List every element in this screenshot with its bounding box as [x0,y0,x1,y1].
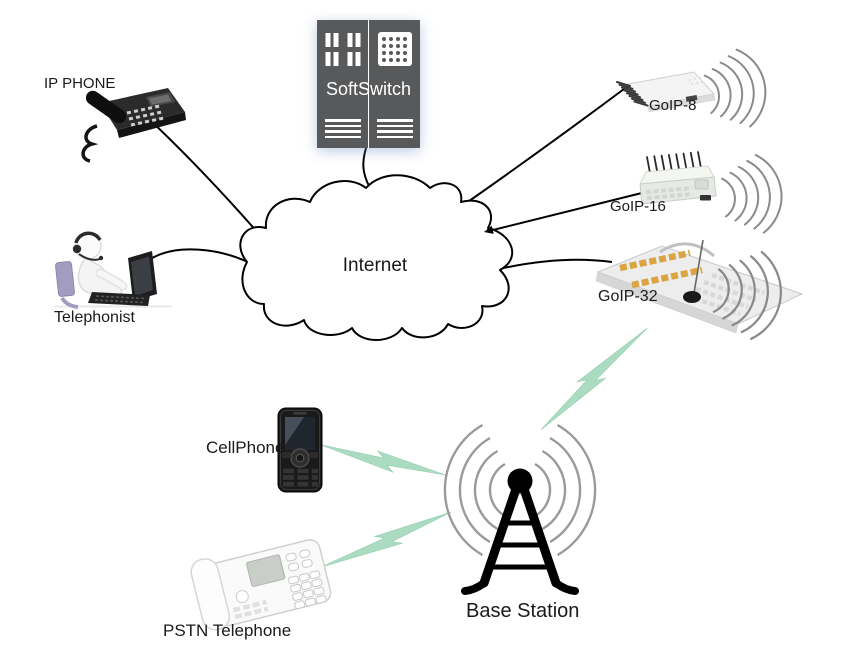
lightning-links [315,323,655,574]
softswitch-right-panel [369,20,420,148]
connector-internet-goip8 [461,85,629,207]
goip8-label: GoIP-8 [649,97,697,114]
goip16-wifi-signal-icon [718,151,787,238]
base-station-tower-icon [461,468,579,595]
goip32-image [595,239,804,334]
goip8-wifi-signal-icon [700,44,773,134]
pstn-telephone-label: PSTN Telephone [163,621,292,640]
lightning-goip32-basestation [532,323,655,434]
softswitch-vent-lines-icon [376,119,413,138]
ip-phone-label: IP PHONE [44,75,116,92]
telephonist-image [55,231,172,309]
goip32-antenna [683,239,704,303]
cellphone-image [277,407,323,493]
internet-cloud [239,174,513,341]
connector-telephonist-internet [148,248,253,265]
connector-ipphone-internet [149,119,267,243]
softswitch-bars-icon [325,33,360,66]
internet-label: Internet [342,255,408,276]
cellphone-label: CellPhone [206,438,285,457]
ip-phone-image [81,88,186,163]
goip16-image [639,151,717,205]
base-station-image [443,423,597,595]
headset-icon [72,231,104,261]
connector-lines [148,85,667,270]
connector-internet-goip16 [488,186,667,232]
goip32-label: GoIP-32 [598,288,658,305]
goip8-image [616,71,716,113]
lightning-pstn-basestation [315,507,456,574]
softswitch-vent-lines-icon [324,119,361,138]
connector-internet-goip32 [498,258,613,270]
softswitch-label: SoftSwitch [325,79,412,99]
softswitch-node: SoftSwitch [317,20,420,148]
goip16-label: GoIP-16 [610,198,666,215]
base-station-label: Base Station [466,600,580,622]
goip8-antennas [616,81,649,107]
goip32-sim-slots [619,249,703,289]
base-station-signal-rings [443,423,597,557]
softswitch-left-panel [317,20,369,148]
goip16-antennas [646,151,702,174]
softswitch-keypad-icon [377,32,412,66]
pstn-telephone-image [190,539,332,631]
lightning-cellphone-basestation [318,434,447,487]
telephonist-label: Telephonist [54,309,135,326]
connector-softswitch-internet [362,147,370,187]
